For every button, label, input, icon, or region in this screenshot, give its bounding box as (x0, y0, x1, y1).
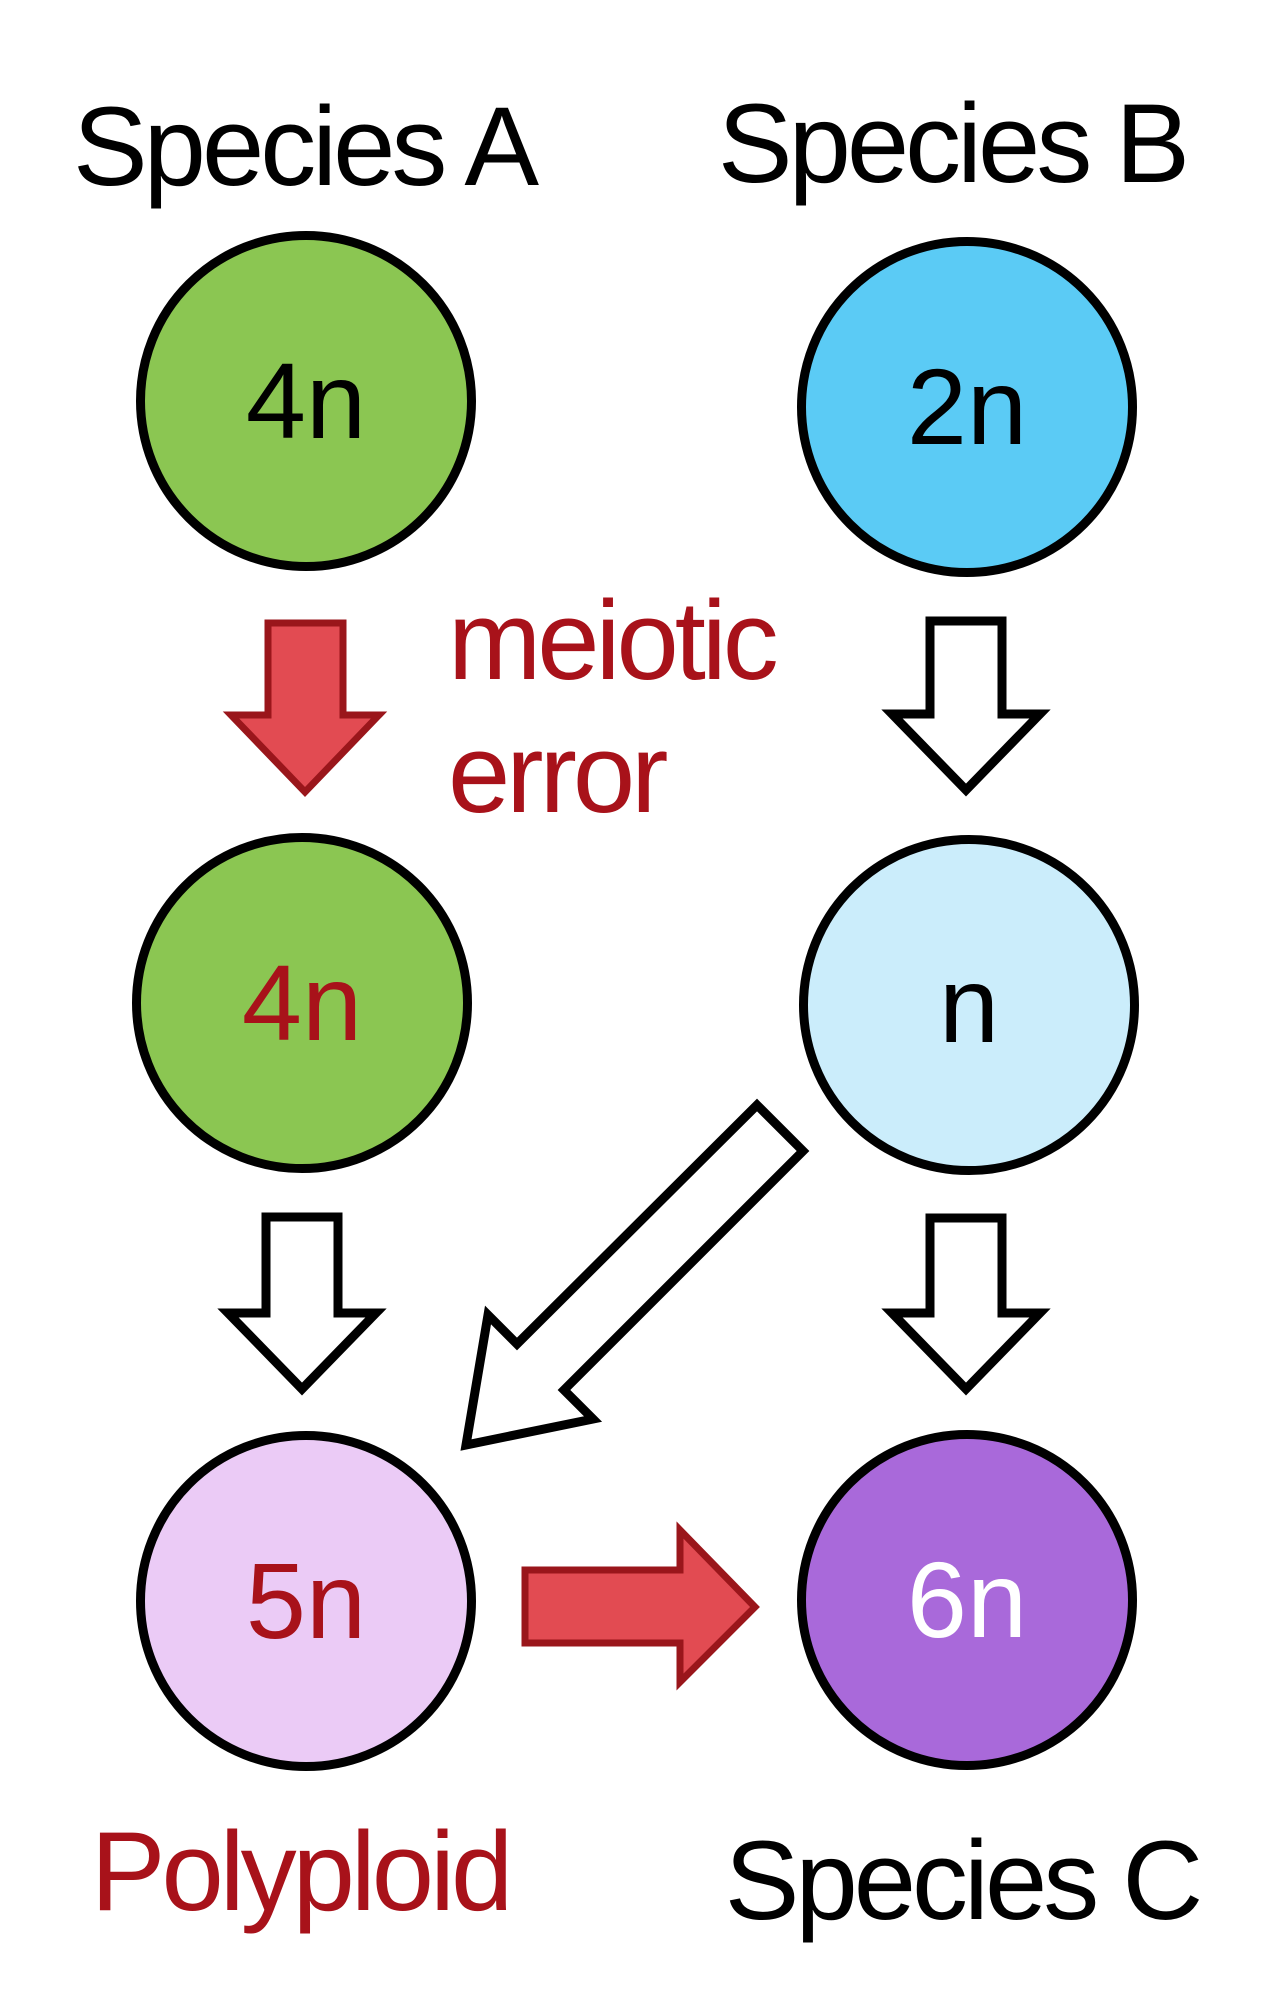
gamete-down-arrow-b (881, 1213, 1051, 1396)
node-a1-label: 4n (245, 340, 367, 461)
meiotic-error-line1: meiotic (448, 578, 779, 703)
node-a3-label: 5n (245, 1540, 367, 1661)
node-a2-circle: 4n (132, 833, 472, 1173)
polyploid-label: Polyploid (90, 1809, 514, 1934)
node-b1-label: 2n (906, 346, 1028, 467)
species-b-header: Species B (717, 81, 1190, 206)
species-c-label: Species C (724, 1818, 1203, 1943)
meiotic-error-red-down-arrow (222, 619, 388, 798)
node-b3-label: 6n (906, 1539, 1028, 1660)
meiosis-down-arrow-b (881, 616, 1051, 797)
node-b2-label: n (938, 944, 1000, 1065)
node-a2-label: 4n (241, 942, 363, 1063)
node-a3-circle: 5n (136, 1431, 476, 1771)
meiotic-error-line2: error (448, 711, 668, 836)
node-b2-circle: n (799, 835, 1139, 1175)
hybridization-diagonal-arrow (460, 1098, 810, 1451)
node-b3-circle: 6n (797, 1430, 1137, 1770)
species-a-header: Species A (72, 84, 539, 209)
meiotic-error-annotation: meiotic error (448, 574, 779, 840)
gamete-down-arrow-a (217, 1212, 387, 1396)
node-a1-circle: 4n (136, 231, 476, 571)
node-b1-circle: 2n (797, 237, 1137, 577)
speciation-red-right-arrow (521, 1521, 760, 1691)
